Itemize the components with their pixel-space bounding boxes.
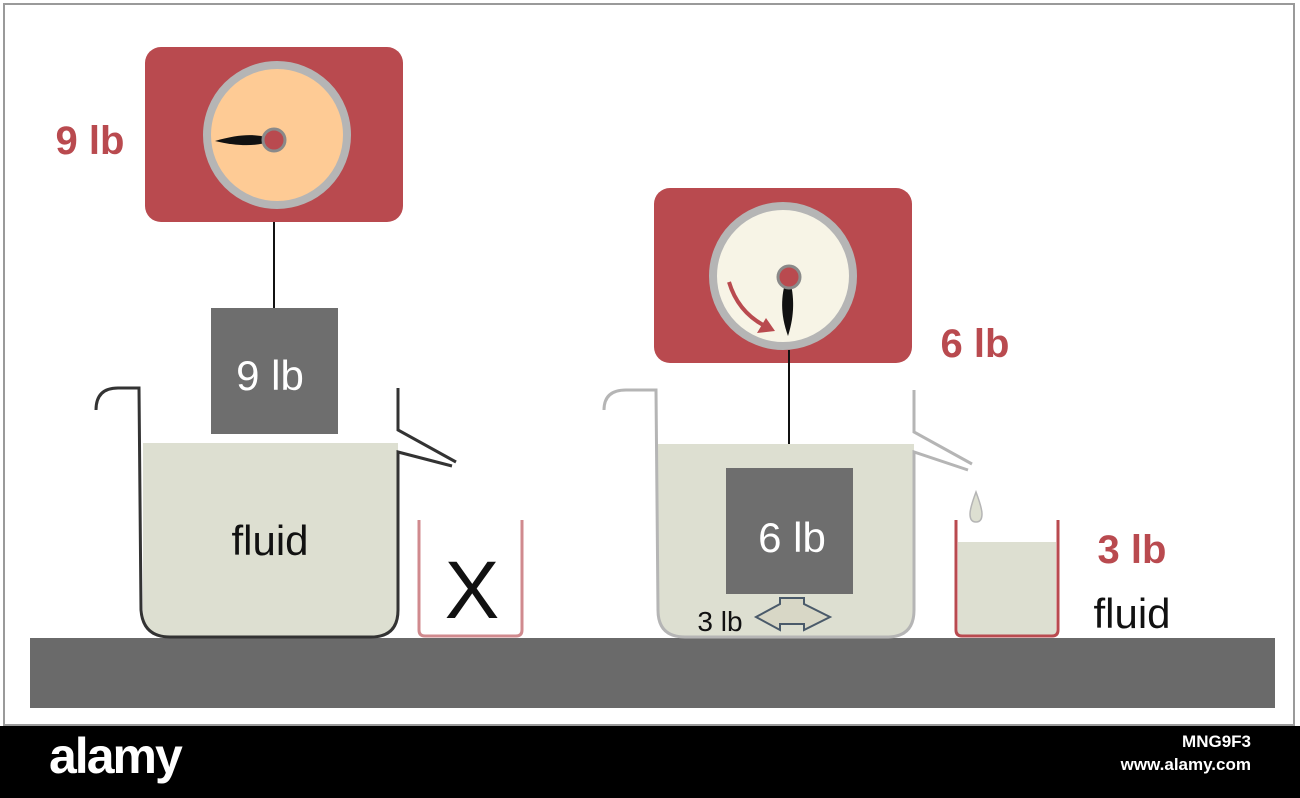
left-beaker-outline bbox=[94, 386, 453, 639]
buoyant-force-label: 3 lb bbox=[697, 606, 742, 637]
left-setup: 9 lb 9 lb fluid X bbox=[56, 47, 524, 639]
image-id: MNG9F3 bbox=[1182, 732, 1251, 751]
right-weight-block bbox=[726, 468, 853, 594]
watermark-bar bbox=[0, 726, 1300, 798]
right-weight-label: 6 lb bbox=[758, 514, 826, 561]
buoyancy-diagram: 9 lb 9 lb fluid X 6 lb 6 lb bbox=[30, 47, 1275, 708]
left-scale-reading: 9 lb bbox=[56, 119, 125, 163]
left-weight-block bbox=[211, 308, 338, 434]
right-setup: 6 lb 6 lb 3 lb 3 lb fluid bbox=[602, 188, 1171, 639]
left-beaker-spout bbox=[396, 388, 457, 464]
left-weight-label: 9 lb bbox=[236, 352, 304, 399]
right-dial-needle bbox=[782, 280, 794, 336]
needle-motion-arrowhead bbox=[757, 318, 775, 333]
left-beaker-fluid bbox=[143, 443, 398, 637]
right-scale-reading: 6 lb bbox=[941, 322, 1010, 366]
table-surface bbox=[30, 638, 1275, 708]
buoyant-force-arrow bbox=[753, 597, 833, 632]
right-beaker-spout bbox=[912, 390, 973, 466]
right-beaker-outline bbox=[602, 388, 969, 639]
displaced-fluid-label: fluid bbox=[1093, 590, 1170, 637]
left-dial-pivot bbox=[261, 127, 287, 153]
empty-cup-mark: X bbox=[445, 545, 500, 636]
alamy-logo: alamy bbox=[49, 728, 183, 784]
needle-motion-arrow bbox=[727, 281, 766, 328]
displaced-fluid bbox=[958, 542, 1056, 635]
right-catch-cup bbox=[954, 520, 1060, 638]
fluid-drop bbox=[969, 489, 983, 523]
displaced-weight-label: 3 lb bbox=[1098, 528, 1167, 572]
left-dial-needle bbox=[215, 135, 272, 146]
site-url: www.alamy.com bbox=[1120, 755, 1251, 774]
left-catch-cup bbox=[417, 520, 524, 638]
right-dial-pivot bbox=[776, 264, 802, 290]
left-fluid-label: fluid bbox=[231, 517, 308, 564]
